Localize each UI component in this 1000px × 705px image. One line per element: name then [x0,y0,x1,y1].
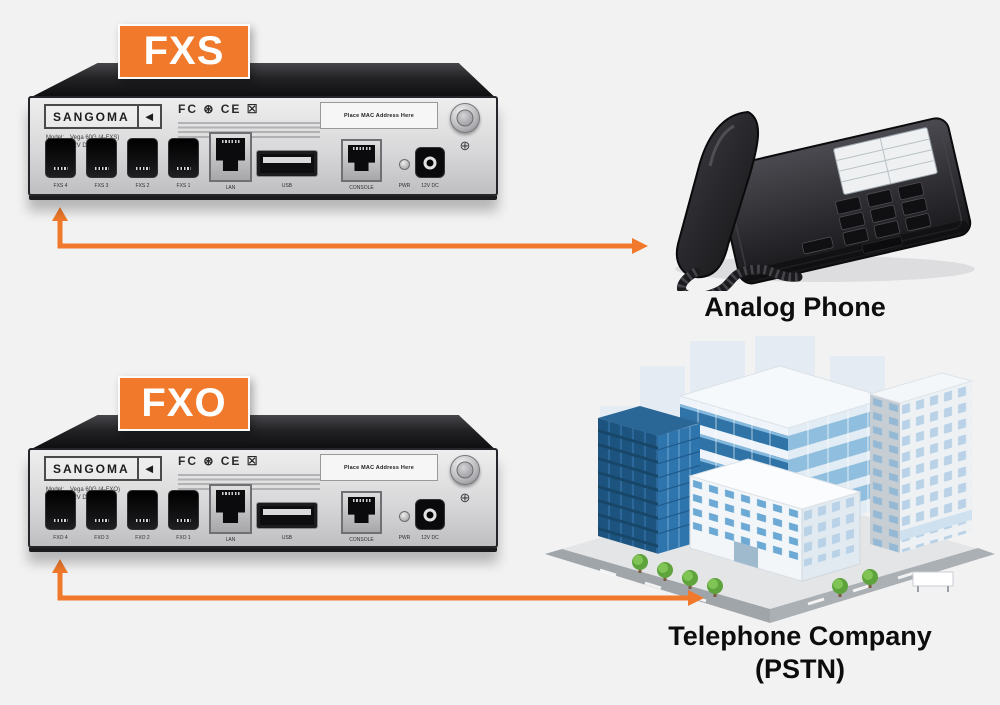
port-label: FXO 1 [176,535,191,541]
port-label: FXS 3 [94,183,109,189]
sangoma-wordmark: SANGOMA [53,461,130,476]
telco-caption-line1: Telephone Company [668,621,932,651]
fxs-connection-arrow [52,207,648,254]
mac-address-box: Place MAC Address Here [320,454,438,481]
lan-port [209,484,252,534]
port-label: FXO 3 [94,535,109,541]
power-led [399,511,410,522]
usb-label: USB [281,535,293,541]
device-top-panel [31,63,495,97]
rj11-port [168,138,199,178]
usb-port [257,151,317,176]
sangoma-vega-fxo-device: SANGOMA Model:Vega 60G (4-FXO) Power:12V… [28,415,498,548]
rj11-port [45,138,76,178]
fxo-badge: FXO [118,376,250,431]
sangoma-chevron-icon [136,458,160,479]
power-led [399,159,410,170]
console-label: CONSOLE [349,537,374,543]
lan-label: LAN [225,185,236,191]
device-rear-panel: SANGOMA Model:Vega 60G (4-FXS) Power:12V… [28,96,498,196]
certification-marks: FC ⊛ CE ☒ [178,102,260,116]
rj45-jack-icon [348,497,375,523]
console-port [341,139,382,182]
certification-marks: FC ⊛ CE ☒ [178,454,260,468]
sangoma-logo: SANGOMA [44,104,162,129]
rj11-port [168,490,199,530]
rj11-port [127,490,158,530]
port-label: FXO 2 [135,535,150,541]
rj45-jack-icon [216,490,245,523]
dc-power-jack [415,499,445,530]
port-label: FXO 4 [53,535,68,541]
fxs-port-row [45,138,199,178]
port-label: FXS 2 [135,183,150,189]
sangoma-chevron-icon [136,106,160,127]
lan-label: LAN [225,537,236,543]
fxo-port-row [45,490,199,530]
sangoma-wordmark: SANGOMA [53,109,130,124]
rj45-jack-icon [216,138,245,171]
lan-port [209,132,252,182]
device-top-panel [31,415,495,449]
sangoma-vega-fxs-device: SANGOMA Model:Vega 60G (4-FXS) Power:12V… [28,63,498,196]
ground-screw-icon [458,491,472,505]
console-label: CONSOLE [349,185,374,191]
analog-phone-icon [675,110,975,291]
usb-label: USB [281,183,293,189]
fxs-badge: FXS [118,24,250,79]
dc-label: 12V DC [421,183,439,189]
sangoma-logo: SANGOMA [44,456,162,481]
analog-phone-caption: Analog Phone [704,292,886,322]
rj45-jack-icon [348,145,375,171]
dc-power-jack [415,147,445,178]
rj11-port [45,490,76,530]
console-port [341,491,382,534]
dc-label: 12V DC [421,535,439,541]
power-button [450,103,480,133]
telco-caption: Telephone Company (PSTN) [595,620,1000,686]
fxo-connection-arrow [52,559,704,606]
power-button [450,455,480,485]
telco-caption-line2: (PSTN) [755,654,845,684]
rj11-port [86,138,117,178]
port-label: FXS 4 [53,183,68,189]
port-label: FXS 1 [176,183,191,189]
pwr-label: PWR [398,183,411,189]
pwr-label: PWR [398,535,411,541]
ground-screw-icon [458,139,472,153]
telephone-company-building-icon [545,336,995,623]
rj11-port [127,138,158,178]
mac-address-box: Place MAC Address Here [320,102,438,129]
rj11-port [86,490,117,530]
device-rear-panel: SANGOMA Model:Vega 60G (4-FXO) Power:12V… [28,448,498,548]
usb-port [257,503,317,528]
